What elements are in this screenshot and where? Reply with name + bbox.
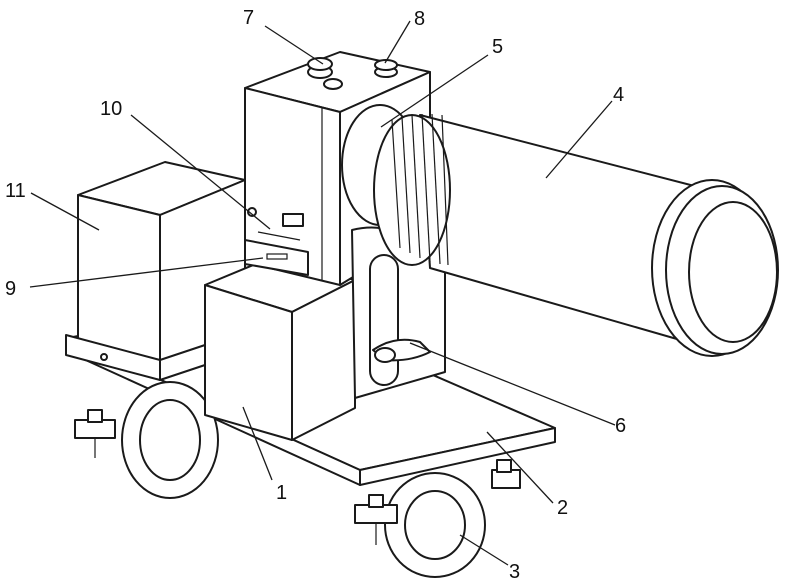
focus-ring [341,104,451,266]
indicator-button [374,59,398,78]
lens-barrel [419,114,779,357]
leader-lines [29,20,616,566]
callout-9: 9 [5,278,16,300]
callout-labels: 1 2 3 4 5 6 7 8 9 10 11 [5,7,626,583]
callout-6: 6 [615,415,626,437]
callout-5: 5 [492,36,503,58]
storage-slot [244,239,309,276]
callout-1: 1 [276,482,287,504]
callout-11: 11 [5,180,26,202]
callout-3: 3 [509,561,520,583]
mounting-block [204,257,356,441]
callout-4: 4 [613,84,624,106]
callout-2: 2 [557,497,568,519]
power-button [307,57,343,90]
front-pipe-clamp [354,459,521,578]
callout-10: 10 [100,98,122,120]
callout-8: 8 [414,8,425,30]
callout-7: 7 [243,7,254,29]
rear-pipe-clamp [74,381,219,499]
